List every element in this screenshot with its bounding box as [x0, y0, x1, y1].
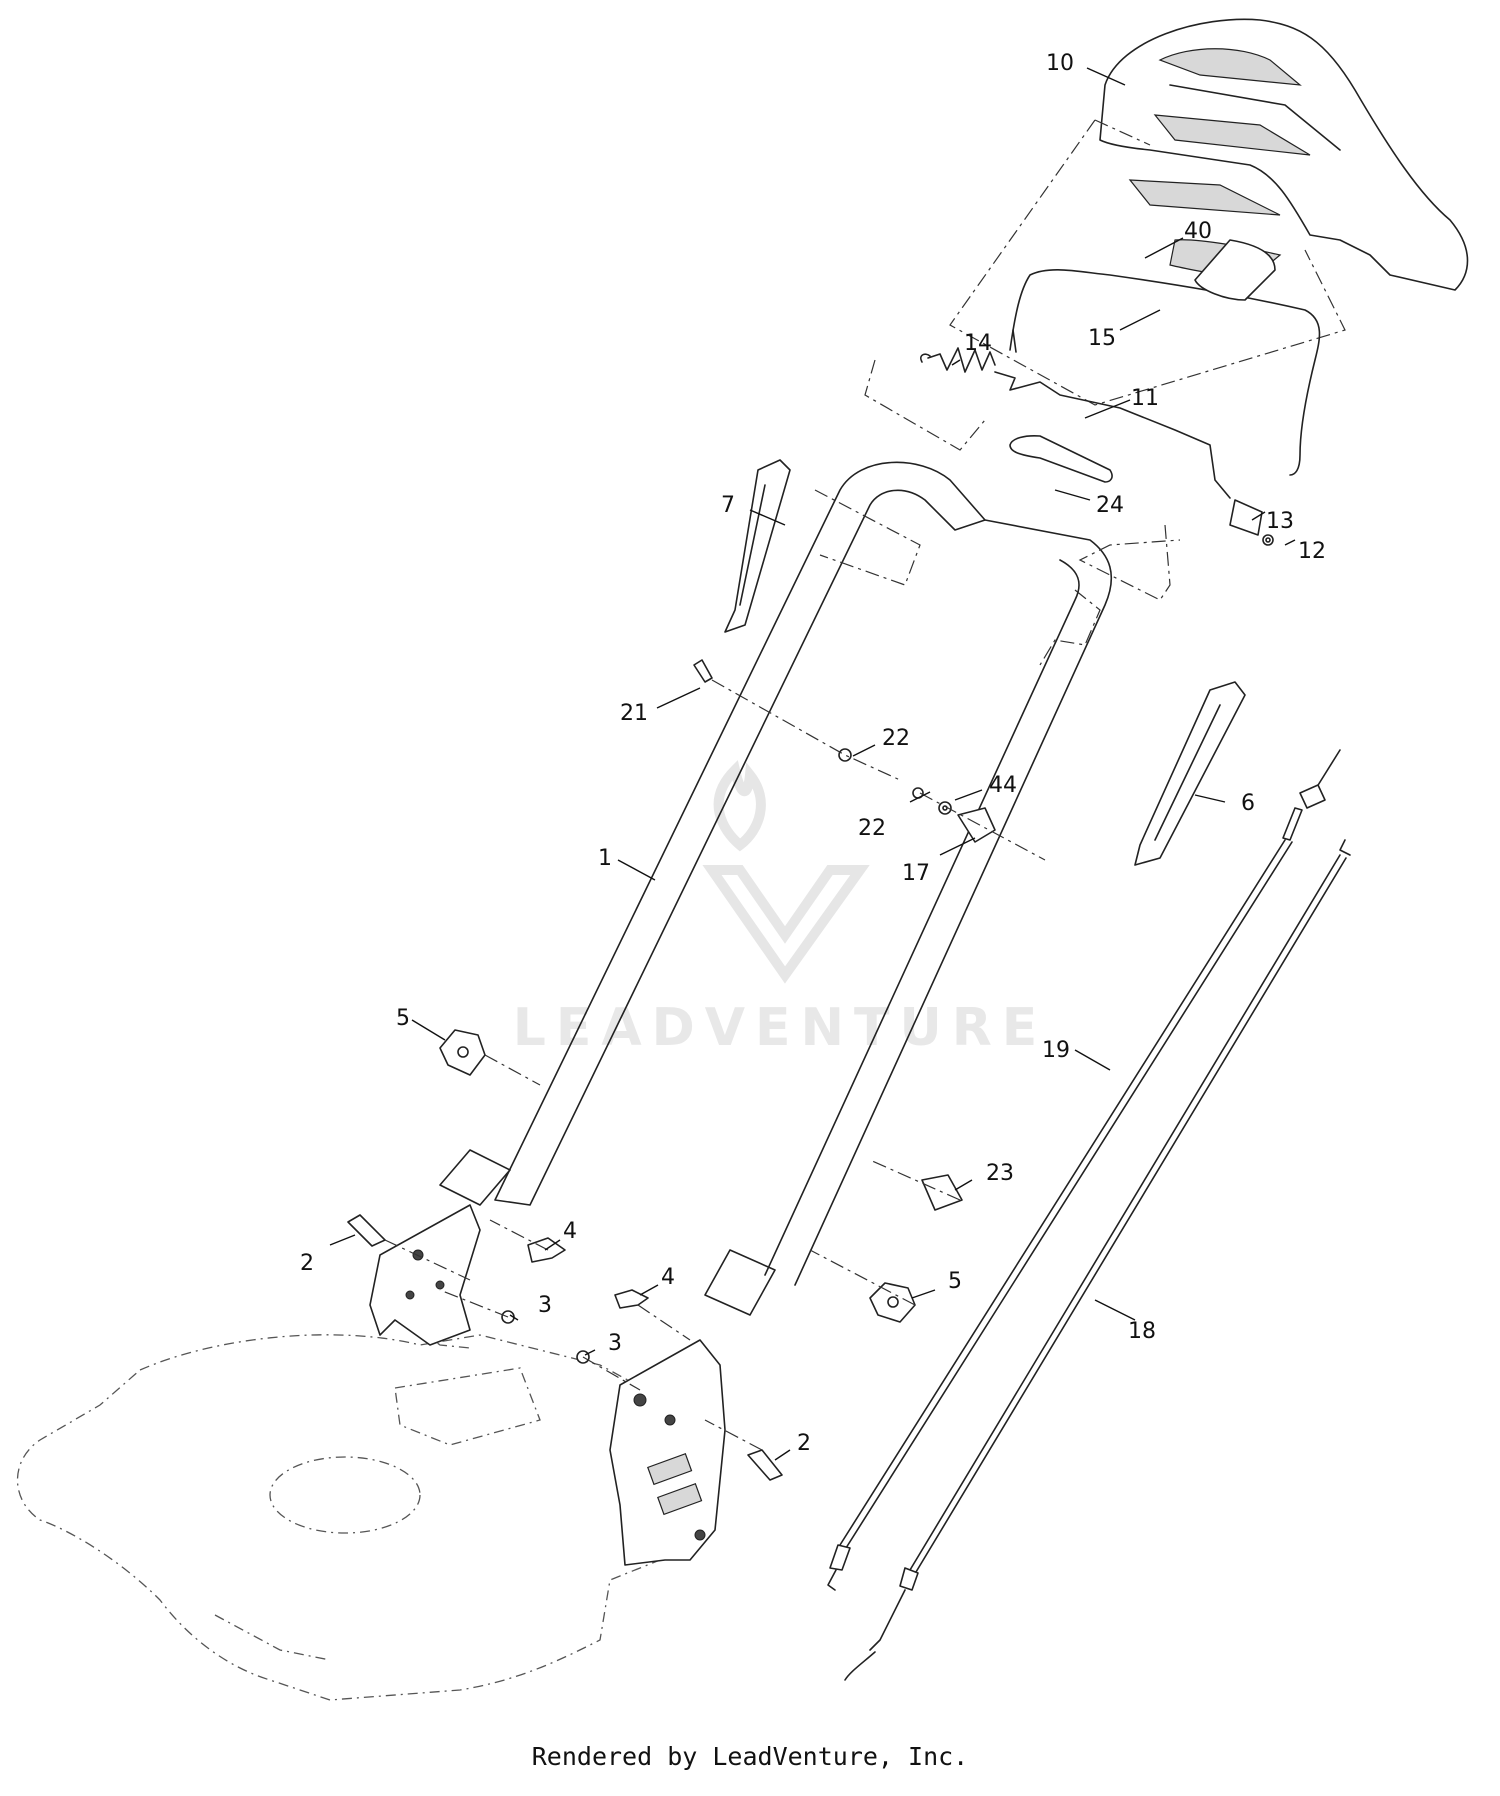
callout-44: 44 — [989, 773, 1017, 798]
callouts: 10 40 15 14 11 7 24 13 12 21 22 44 22 6 … — [300, 51, 1326, 1456]
callout-5-left: 5 — [396, 1006, 410, 1031]
bolt-4a — [527, 1237, 566, 1263]
left-handle-bracket — [369, 1204, 481, 1346]
callout-3-right: 3 — [608, 1331, 622, 1356]
callout-22-upper: 22 — [882, 726, 910, 751]
knob-5a — [439, 1029, 486, 1076]
control-bail — [1009, 239, 1321, 476]
callout-3-left: 3 — [538, 1293, 552, 1318]
callout-22-lower: 22 — [858, 816, 886, 841]
knob-5b — [869, 1282, 916, 1323]
callout-1: 1 — [598, 846, 612, 871]
cable-adjuster — [1229, 499, 1274, 546]
phantom-frame-mid — [814, 359, 1181, 666]
callout-2-right: 2 — [797, 1431, 811, 1456]
phantom-hardware-lines — [384, 679, 1046, 1451]
watermark-text: LEADVENTURE — [513, 998, 1048, 1058]
callout-17: 17 — [902, 861, 930, 886]
callout-15: 15 — [1088, 326, 1116, 351]
nut-22a — [838, 748, 852, 762]
callout-24: 24 — [1096, 493, 1124, 518]
right-handle-bracket — [609, 1339, 726, 1566]
watermark-logo: LEADVENTURE — [513, 760, 1048, 1058]
callout-6: 6 — [1241, 791, 1255, 816]
leader-lines — [329, 67, 1296, 1461]
callout-7: 7 — [721, 493, 735, 518]
mower-deck — [17, 1329, 721, 1701]
spring — [920, 347, 996, 373]
callout-4-right: 4 — [661, 1265, 675, 1290]
callout-21: 21 — [620, 701, 648, 726]
callout-11: 11 — [1131, 386, 1159, 411]
callout-4-left: 4 — [563, 1219, 577, 1244]
clip-17 — [957, 807, 996, 843]
cable-18 — [844, 839, 1351, 1681]
callout-18: 18 — [1128, 1319, 1156, 1344]
callout-13: 13 — [1266, 509, 1294, 534]
callout-14: 14 — [964, 331, 992, 356]
callout-19: 19 — [1042, 1038, 1070, 1063]
cable-19 — [827, 749, 1341, 1591]
pin-2b — [747, 1449, 783, 1481]
callout-10: 10 — [1046, 51, 1074, 76]
callout-2-left: 2 — [300, 1251, 314, 1276]
handle-grip — [1099, 18, 1469, 291]
callout-12: 12 — [1298, 539, 1326, 564]
phantom-frame-top — [949, 119, 1346, 406]
right-side-trim — [1134, 681, 1246, 866]
pin-21 — [693, 659, 713, 683]
main-handle — [439, 461, 1113, 1316]
callout-23: 23 — [986, 1161, 1014, 1186]
left-side-trim — [724, 459, 791, 633]
callout-40: 40 — [1184, 219, 1212, 244]
pin-2a — [347, 1214, 386, 1247]
linkage-rod — [994, 371, 1231, 499]
callout-5-right: 5 — [948, 1269, 962, 1294]
rendered-by-credit: Rendered by LeadVenture, Inc. — [531, 1742, 969, 1771]
